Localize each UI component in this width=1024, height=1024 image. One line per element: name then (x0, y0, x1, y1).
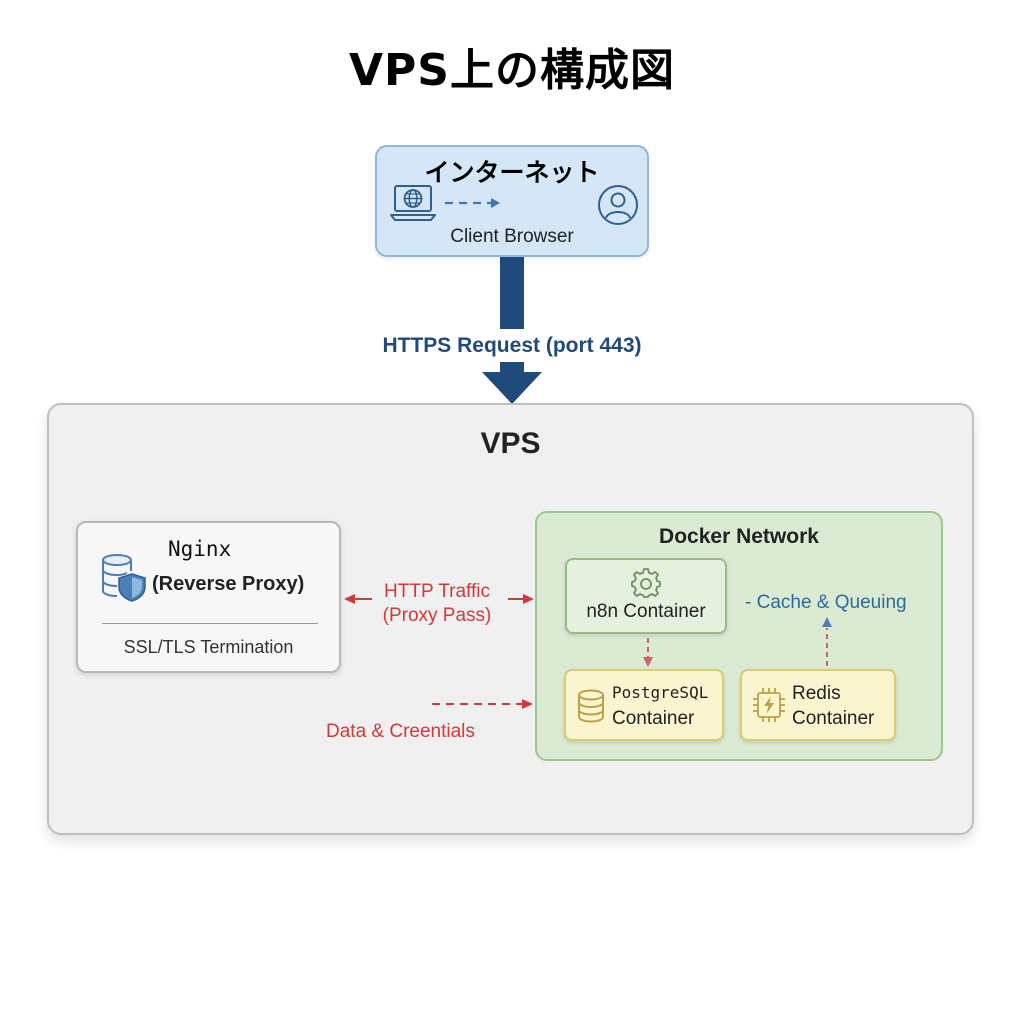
dashed-arrow-icon (445, 198, 500, 208)
https-request-label: HTTPS Request (port 443) (382, 334, 642, 357)
http-traffic-line1: HTTP Traffic (384, 581, 490, 602)
nginx-name: Nginx (168, 537, 232, 561)
n8n-container-label: n8n Container (586, 601, 706, 622)
https-arrow-head (482, 362, 542, 404)
postgresql-container-node: PostgreSQL Container (564, 669, 724, 741)
postgresql-name: PostgreSQL (612, 683, 709, 702)
client-browser-label: Client Browser (450, 226, 574, 247)
ssl-termination-label: SSL/TLS Termination (123, 637, 294, 657)
divider (102, 623, 318, 624)
page-title: VPS上の構成図 (349, 45, 675, 96)
docker-network-title: Docker Network (659, 525, 819, 548)
redis-sub: Container (792, 708, 875, 729)
redis-name: Redis (792, 683, 841, 704)
internet-node: インターネット Client Browser (375, 145, 649, 257)
server-shield-icon (102, 554, 146, 602)
gear-icon (631, 568, 661, 598)
laptop-globe-icon (390, 185, 436, 221)
nginx-node: Nginx (Reverse Proxy) SSL/TLS Terminatio… (76, 521, 341, 673)
http-traffic-label: HTTP Traffic (Proxy Pass) (367, 580, 507, 628)
cache-queuing-label: - Cache & Queuing (745, 592, 907, 613)
chip-icon (753, 688, 785, 722)
database-icon (578, 689, 604, 723)
http-traffic-line2: (Proxy Pass) (382, 605, 492, 626)
user-icon (598, 185, 638, 225)
https-arrow-shaft (500, 257, 524, 329)
n8n-container-node: n8n Container (565, 558, 727, 634)
postgresql-sub: Container (612, 708, 695, 729)
redis-container-node: Redis Container (740, 669, 896, 741)
vps-title: VPS (480, 427, 541, 460)
nginx-role: (Reverse Proxy) (152, 573, 305, 595)
internet-title: インターネット (424, 158, 600, 187)
data-credentials-label: Data & Creentials (326, 721, 475, 742)
